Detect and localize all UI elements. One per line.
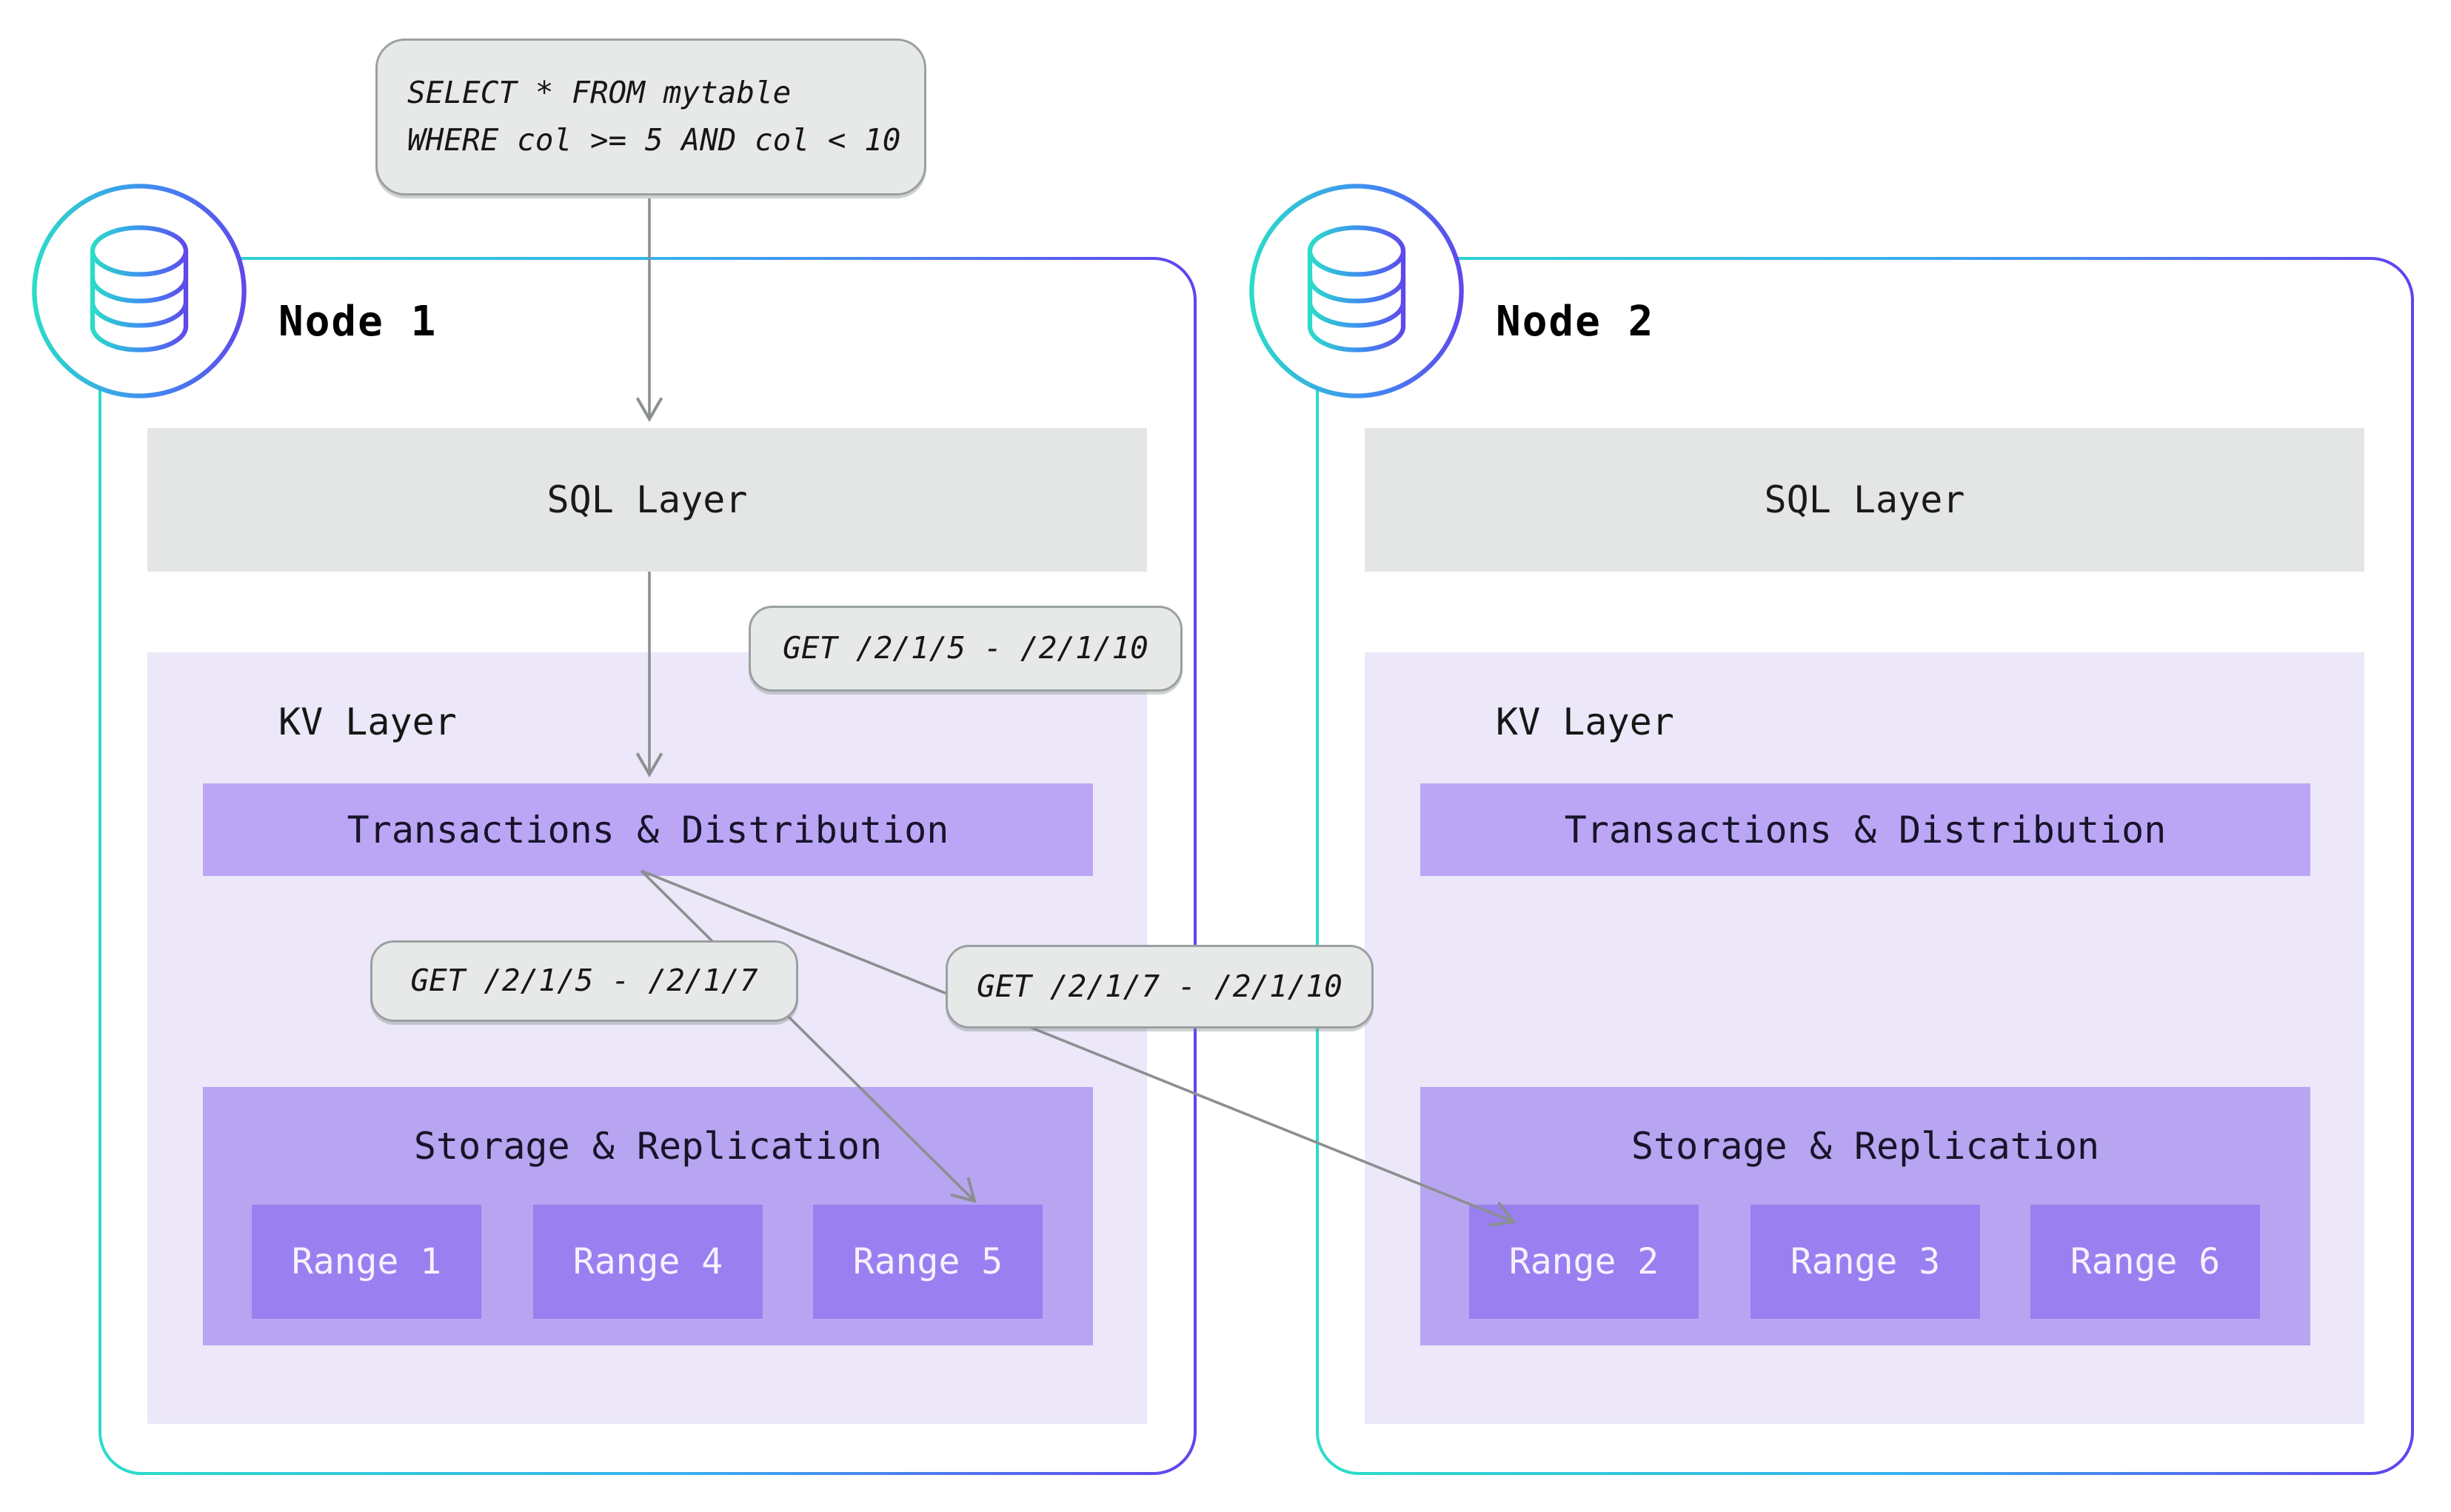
range-box: Range 4 xyxy=(533,1205,763,1319)
kv-layer-label: KV Layer xyxy=(278,700,457,743)
sql-layer-bar: SQL Layer xyxy=(147,428,1147,572)
range-box: Range 6 xyxy=(2030,1205,2260,1319)
node-2-box: Node 2 SQL Layer KV Layer Transactions &… xyxy=(1249,184,2414,1475)
database-icon xyxy=(1249,184,1464,398)
range-label: Range 5 xyxy=(852,1241,1003,1282)
transactions-distribution-bar: Transactions & Distribution xyxy=(203,783,1093,876)
get-full-range-text: GET /2/1/5 - /2/1/10 xyxy=(783,630,1148,666)
get-right-split-callout: GET /2/1/7 - /2/1/10 xyxy=(946,945,1374,1028)
range-label: Range 3 xyxy=(1790,1241,1941,1282)
node-1-box: Node 1 SQL Layer KV Layer Transactions &… xyxy=(32,184,1197,1475)
transactions-distribution-label: Transactions & Distribution xyxy=(347,808,949,852)
database-icon xyxy=(32,184,247,398)
sql-layer-bar: SQL Layer xyxy=(1365,428,2364,572)
storage-replication-box: Storage & Replication Range 1 Range 4 Ra… xyxy=(203,1087,1093,1345)
sql-query-line-1: SELECT * FROM mytable xyxy=(407,75,792,111)
range-box: Range 1 xyxy=(252,1205,481,1319)
transactions-distribution-label: Transactions & Distribution xyxy=(1564,808,2167,852)
range-box: Range 3 xyxy=(1751,1205,1980,1319)
storage-replication-box: Storage & Replication Range 2 Range 3 Ra… xyxy=(1420,1087,2310,1345)
sql-layer-label: SQL Layer xyxy=(1764,478,1965,521)
get-left-split-text: GET /2/1/5 - /2/1/7 xyxy=(410,963,758,999)
range-label: Range 6 xyxy=(2070,1241,2221,1282)
range-box: Range 2 xyxy=(1469,1205,1699,1319)
range-label: Range 2 xyxy=(1508,1241,1659,1282)
storage-replication-label: Storage & Replication xyxy=(413,1125,883,1168)
range-label: Range 1 xyxy=(291,1241,442,1282)
kv-layer-box: KV Layer Transactions & Distribution Sto… xyxy=(1365,652,2364,1424)
get-full-range-callout: GET /2/1/5 - /2/1/10 xyxy=(749,606,1183,692)
node-title: Node 1 xyxy=(278,298,438,346)
transactions-distribution-bar: Transactions & Distribution xyxy=(1420,783,2310,876)
kv-layer-box: KV Layer Transactions & Distribution Sto… xyxy=(147,652,1147,1424)
get-right-split-text: GET /2/1/7 - /2/1/10 xyxy=(977,968,1342,1004)
range-box: Range 5 xyxy=(813,1205,1043,1319)
node-title: Node 2 xyxy=(1496,298,1655,346)
storage-replication-label: Storage & Replication xyxy=(1631,1125,2100,1168)
kv-layer-label: KV Layer xyxy=(1496,700,1674,743)
sql-layer-label: SQL Layer xyxy=(546,478,748,521)
get-left-split-callout: GET /2/1/5 - /2/1/7 xyxy=(370,940,798,1022)
range-label: Range 4 xyxy=(572,1241,723,1282)
sql-query-line-2: WHERE col >= 5 AND col < 10 xyxy=(407,122,901,158)
